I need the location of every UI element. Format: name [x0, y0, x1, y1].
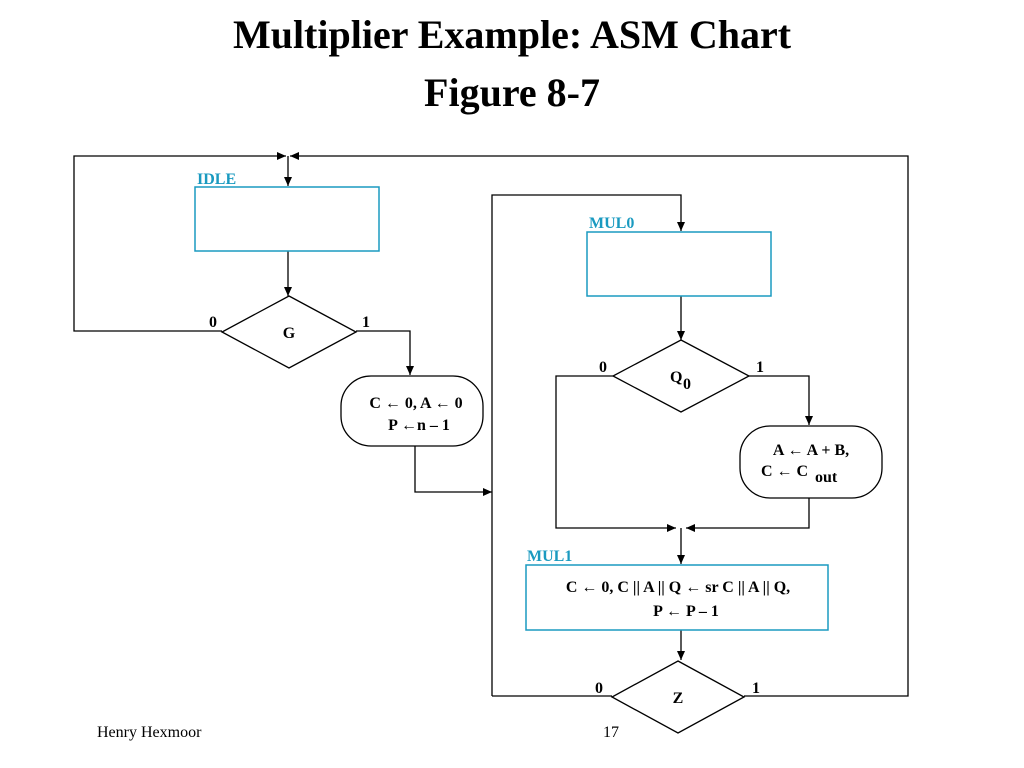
mul0-loop-line: [491, 194, 685, 696]
idle-state-box: [194, 186, 380, 252]
slide-subtitle: Figure 8-7: [424, 70, 600, 115]
g-one-line: [356, 330, 414, 375]
mul1-line1: C ← 0, C || A || Q ← sr C || A || Q,: [566, 579, 790, 596]
q0-decision-diamond: [611, 339, 751, 413]
mul1-state-label: MUL1: [527, 548, 572, 565]
add-cond-subscript: out: [815, 469, 838, 486]
init-cond-line2: P ←n – 1: [388, 417, 450, 434]
add-conditional-box: [739, 425, 883, 499]
footer-page-number: 17: [603, 724, 619, 741]
add-cond-line2: C ← C: [761, 463, 808, 480]
mul1-state-box: [525, 564, 829, 631]
add-cond-line1: A ← A + B,: [773, 442, 849, 459]
footer-author: Henry Hexmoor: [97, 724, 202, 741]
mul1-line2: P ← P – 1: [653, 603, 719, 620]
g-decision-diamond: [220, 295, 358, 369]
mul0-state-label: MUL0: [589, 215, 634, 232]
z-zero-label: 0: [595, 680, 603, 697]
mul0-state-box: [586, 231, 772, 297]
q0-decision-label: Q: [670, 369, 682, 386]
connection-lines: [73, 152, 909, 697]
z-decision-label: Z: [673, 690, 684, 707]
q0-zero-label: 0: [599, 359, 607, 376]
q0-zero-line: [555, 375, 676, 532]
q0-decision-subscript: 0: [683, 376, 691, 393]
g-decision-label: G: [283, 325, 296, 342]
g-one-label: 1: [362, 314, 370, 331]
g-zero-label: 0: [209, 314, 217, 331]
g-zero-loop-line: [73, 152, 286, 332]
add-to-junction-line: [686, 498, 810, 532]
init-conditional-box: [340, 375, 484, 447]
q0-one-line: [749, 375, 813, 425]
idle-state-label: IDLE: [197, 171, 236, 188]
slide-title: Multiplier Example: ASM Chart: [232, 12, 792, 57]
init-cond-line1: C ← 0, A ← 0: [369, 395, 462, 412]
z-decision-diamond: [610, 660, 746, 734]
z-one-loop-line: [290, 152, 909, 697]
init-to-mul0-line: [414, 446, 492, 496]
q0-one-label: 1: [756, 359, 764, 376]
z-one-label: 1: [752, 680, 760, 697]
